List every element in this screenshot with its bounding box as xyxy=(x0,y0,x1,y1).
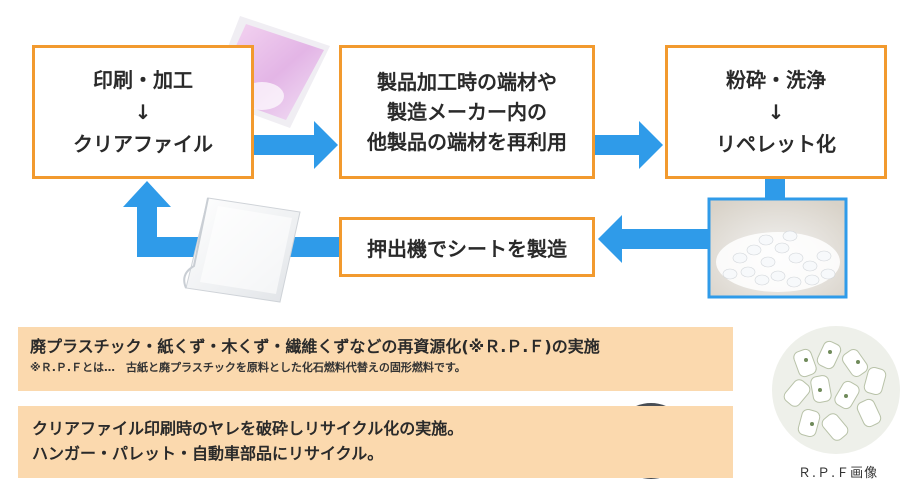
recycle-info-panel: クリアファイル印刷時のヤレを破砕しリサイクル化の実施。 ハンガー・パレット・自動… xyxy=(18,406,733,478)
step2-line1: 製品加工時の端材や xyxy=(377,70,557,94)
step-offcut-reuse-box: 製品加工時の端材や 製造メーカー内の 他製品の端材を再利用 xyxy=(339,45,595,179)
step1-line2: クリアファイル xyxy=(73,132,213,156)
step1-line1: 印刷・加工 xyxy=(93,68,193,92)
arrow-right-2 xyxy=(595,121,663,169)
arrow-right-1 xyxy=(254,121,338,169)
step-printing-box: 印刷・加工 ↓ クリアファイル xyxy=(32,45,254,179)
rpf-note-text: ※Ｒ.Ｐ.Ｆとは… 古紙と廃プラスチックを原料とした化石燃料代替えの固形燃料です… xyxy=(30,361,466,374)
rpf-main-text: 廃プラスチック・紙くず・木くず・繊維くずなどの再資源化(※Ｒ.Ｐ.Ｆ)の実施 xyxy=(30,337,600,356)
rpf-image-caption: Ｒ.Ｐ.Ｆ画像 xyxy=(797,466,879,481)
step-extrusion-box: 押出機でシートを製造 xyxy=(339,217,595,277)
white-sheet-image xyxy=(183,197,301,303)
rpf-image xyxy=(772,326,900,454)
step-crush-wash-box: 粉砕・洗浄 ↓ リペレット化 xyxy=(665,45,887,179)
step2-line2: 製造メーカー内の xyxy=(387,100,547,124)
down-arrow-icon: ↓ xyxy=(134,100,152,124)
rpf-info-panel: 廃プラスチック・紙くず・木くず・繊維くずなどの再資源化(※Ｒ.Ｐ.Ｆ)の実施 ※… xyxy=(18,327,733,391)
pellets-image xyxy=(707,197,848,299)
step4-label: 押出機でシートを製造 xyxy=(367,236,567,261)
recycle-line1: クリアファイル印刷時のヤレを破砕しリサイクル化の実施。 xyxy=(32,419,464,438)
step3-line1: 粉砕・洗浄 xyxy=(726,68,826,92)
step3-line2: リペレット化 xyxy=(716,132,836,156)
recycle-line2: ハンガー・パレット・自動車部品にリサイクル。 xyxy=(32,444,384,463)
down-arrow-icon: ↓ xyxy=(767,100,785,124)
step2-line3: 他製品の端材を再利用 xyxy=(367,130,567,154)
